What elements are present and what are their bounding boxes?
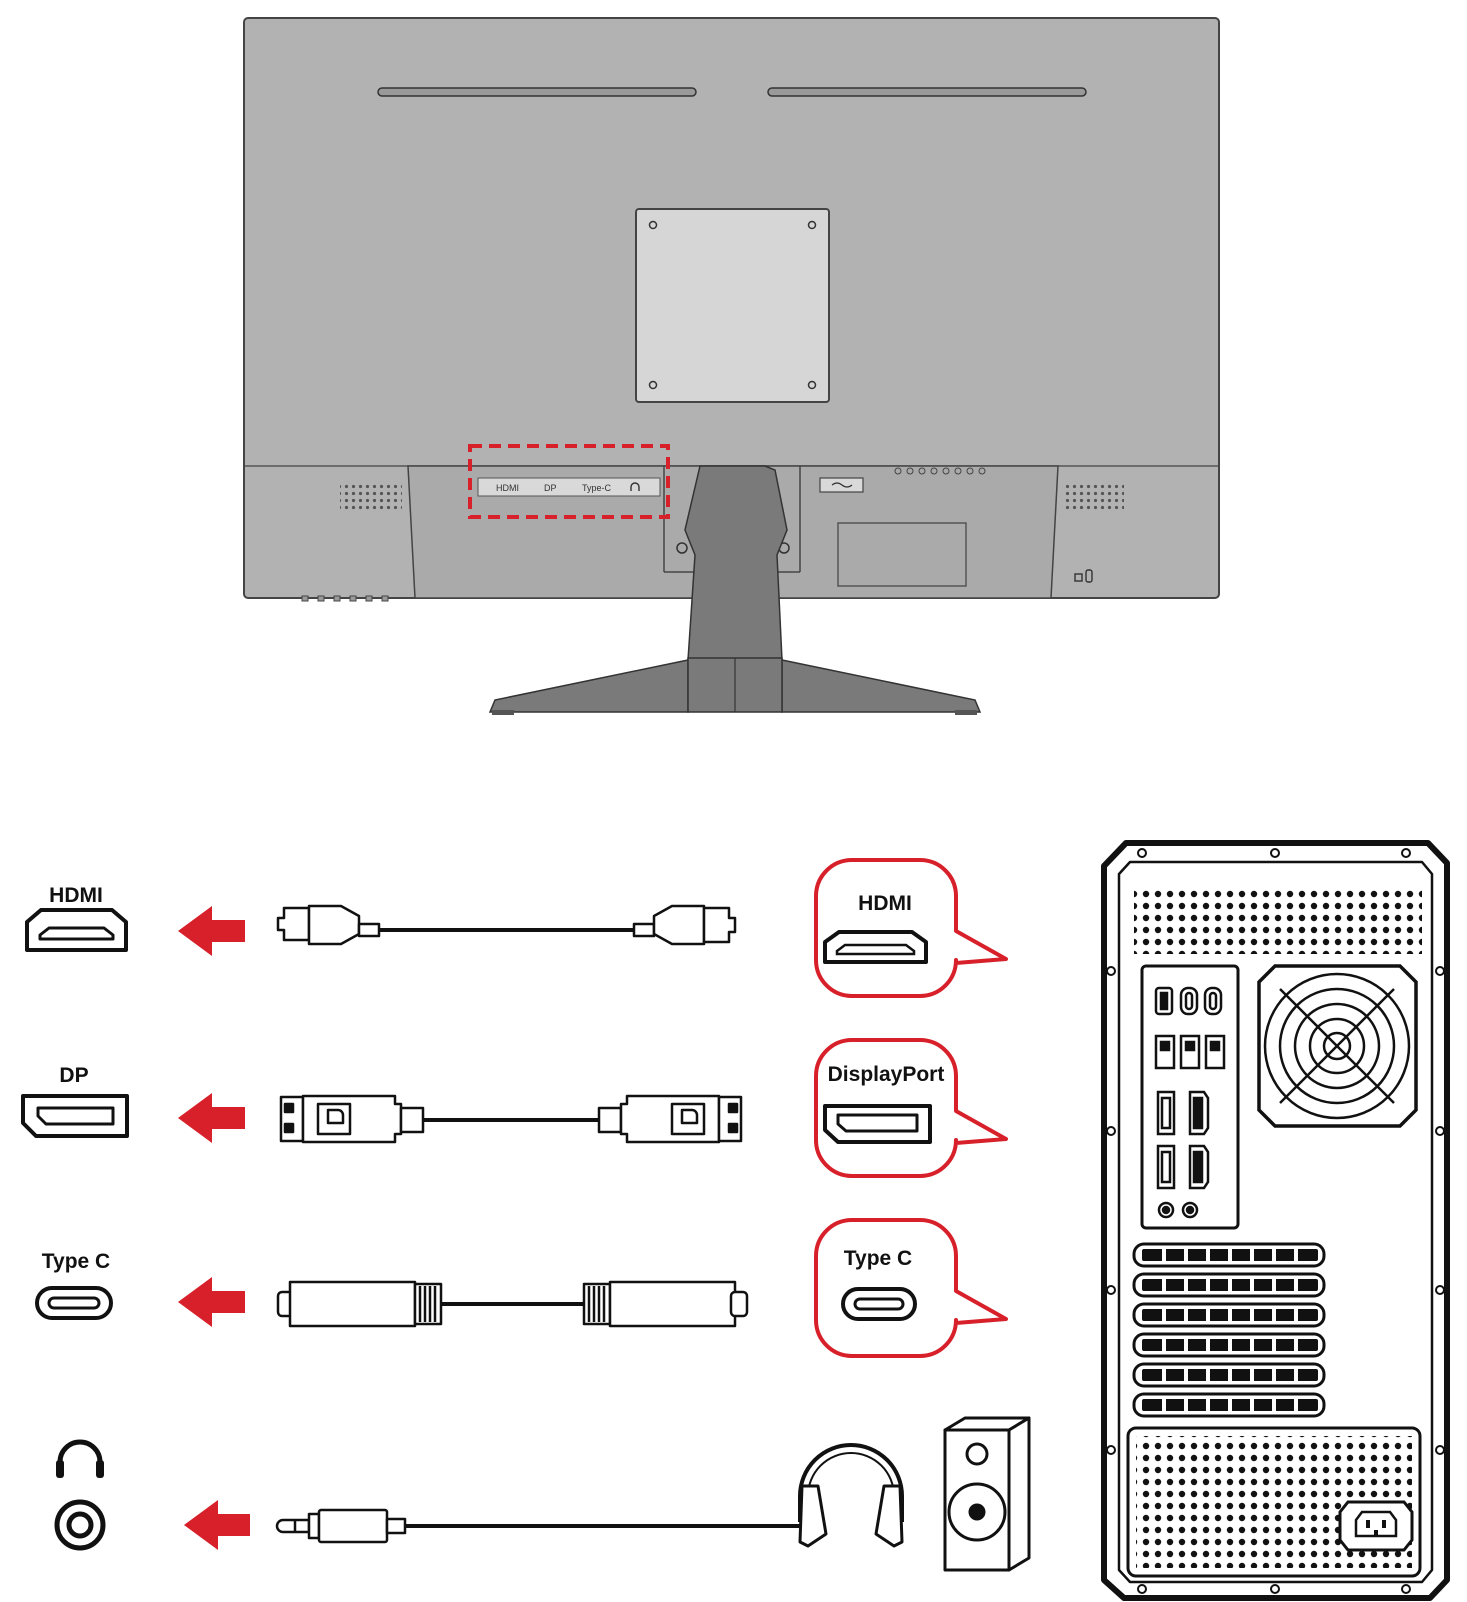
- arrow-left-icon: [178, 1277, 245, 1327]
- callout-typec-label: Type C: [844, 1247, 912, 1270]
- speaker-grille-left: [340, 484, 402, 512]
- row-audio: [54, 1416, 1031, 1572]
- displayport-callout: DisplayPort: [814, 1038, 1008, 1178]
- callout-hdmi-label: HDMI: [858, 892, 912, 915]
- arrow-left-icon: [178, 906, 245, 956]
- pc-expansion-slots: [1132, 1242, 1326, 1418]
- pc-top-vent: [1134, 886, 1422, 954]
- row-hdmi-label: HDMI: [49, 884, 103, 907]
- callout-displayport-label: DisplayPort: [828, 1063, 945, 1086]
- port-label-typec: Type-C: [582, 483, 612, 493]
- port-label-hdmi: HDMI: [496, 483, 519, 493]
- row-typec: Type C Type C: [35, 1218, 1008, 1358]
- typec-port-icon: [35, 1286, 113, 1320]
- row-dp: DP DisplayPort: [21, 1038, 1008, 1178]
- vesa-plate: [635, 208, 830, 403]
- port-headphone-icon: [630, 482, 640, 491]
- hdmi-cable: [276, 904, 737, 946]
- row-typec-label: Type C: [42, 1250, 110, 1273]
- typec-callout: Type C: [814, 1218, 1008, 1358]
- top-vent-left: [377, 87, 697, 97]
- port-highlight-box: [468, 444, 670, 519]
- top-vent-right: [767, 87, 1087, 97]
- row-dp-label: DP: [59, 1064, 88, 1087]
- pc-power-supply: [1126, 1426, 1422, 1578]
- hdmi-port-icon: [25, 908, 128, 952]
- lock-icon: [1074, 569, 1093, 583]
- audio-cable: [275, 1508, 806, 1544]
- displayport-cable: [279, 1094, 743, 1144]
- speaker-grille-right: [1062, 484, 1124, 512]
- pc-fan: [1257, 964, 1418, 1128]
- pc-tower-icon: [1101, 840, 1450, 1601]
- headphones-device-icon: [798, 1443, 904, 1548]
- audio-jack-icon: [54, 1499, 106, 1551]
- monitor-stand: [488, 465, 982, 715]
- speaker-icon: [943, 1416, 1031, 1572]
- label-area: [837, 522, 967, 587]
- arrow-left-icon: [178, 1093, 245, 1143]
- typec-cable: [276, 1280, 749, 1328]
- hdmi-callout: HDMI: [814, 858, 1008, 998]
- displayport-port-icon: [21, 1094, 129, 1138]
- row-hdmi: HDMI HDMI: [25, 858, 1008, 998]
- headphone-icon: [56, 1439, 104, 1478]
- monitor-rear-view: HDMI DP Type-C: [243, 17, 1220, 602]
- port-label-dp: DP: [544, 483, 557, 493]
- arrow-left-icon: [184, 1500, 250, 1550]
